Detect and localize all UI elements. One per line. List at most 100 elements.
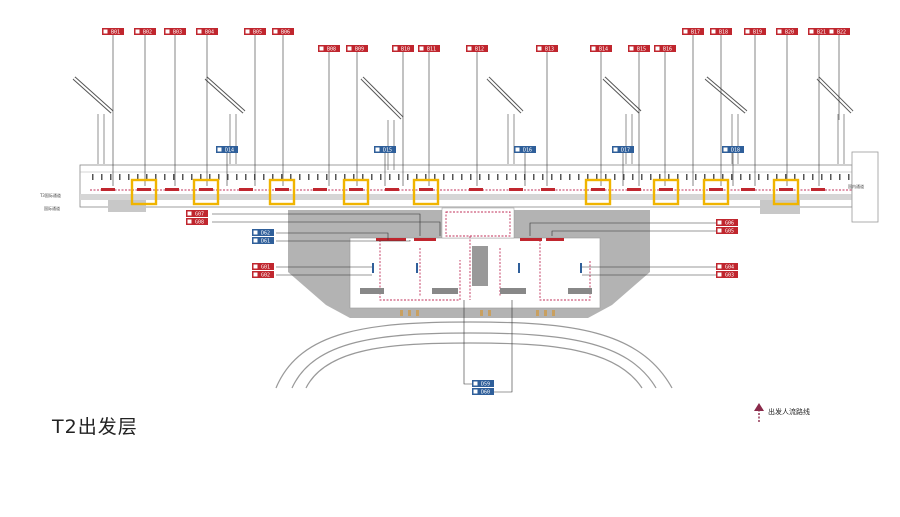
gate-label-text: B05 <box>253 30 262 36</box>
security-area <box>441 207 515 239</box>
gate-label-text: B06 <box>281 30 290 36</box>
floor-title: T2出发层 <box>52 416 138 438</box>
gate-label-text: G07 <box>195 212 204 218</box>
jet-bridge <box>704 76 748 164</box>
gate-label-b02: B02 <box>134 28 156 36</box>
gate-label-b20: B20 <box>776 28 798 36</box>
gate-label-b19: B19 <box>744 28 766 36</box>
gate-label-text: B09 <box>355 47 364 53</box>
gate-label-text: B18 <box>719 30 728 36</box>
svg-text:T3国际通道: T3国际通道 <box>40 192 61 198</box>
legend: 出发人流路线 <box>750 402 870 426</box>
highlight-box <box>584 178 612 206</box>
flow-arrow-icon <box>754 403 764 422</box>
gate-label-b14: B14 <box>590 45 612 53</box>
gate-label-text: B14 <box>599 47 608 53</box>
gate-label-b21: B21 <box>808 28 830 36</box>
gate-label-text: B10 <box>401 47 410 53</box>
gate-label-b08: B08 <box>318 45 340 53</box>
gate-label-g07: G07 <box>186 210 208 218</box>
jet-bridge <box>486 76 524 164</box>
gate-label-b06: B06 <box>272 28 294 36</box>
gate-label-g04: G04 <box>716 263 738 271</box>
highlight-box <box>702 178 730 206</box>
gate-label-text: G08 <box>195 220 204 226</box>
gate-label-b13: B13 <box>536 45 558 53</box>
gate-label-text: B08 <box>327 47 336 53</box>
gate-label-d62: D62 <box>252 229 274 237</box>
gate-label-text: B15 <box>637 47 646 53</box>
gate-label-d15: D15 <box>374 146 396 154</box>
gate-label-text: B19 <box>753 30 762 36</box>
gate-label-d61: D61 <box>252 237 274 245</box>
jet-bridge <box>204 76 246 164</box>
gate-label-text: B17 <box>691 30 700 36</box>
highlight-box <box>192 178 220 206</box>
gate-label-text: B04 <box>205 30 214 36</box>
gate-label-b16: B16 <box>654 45 676 53</box>
gate-label-b09: B09 <box>346 45 368 53</box>
jet-bridges <box>72 76 854 170</box>
jet-bridge <box>816 76 854 164</box>
gate-leader-lines <box>112 35 840 186</box>
gate-label-text: D61 <box>261 239 270 245</box>
gate-label-text: D16 <box>523 148 532 154</box>
gate-label-text: D14 <box>225 148 234 154</box>
gate-label-text: B11 <box>427 47 436 53</box>
highlight-box <box>772 178 800 206</box>
svg-text:国际通道: 国际通道 <box>44 205 60 211</box>
gate-label-text: B16 <box>663 47 672 53</box>
gate-label-b12: B12 <box>466 45 488 53</box>
gate-label-text: B01 <box>111 30 120 36</box>
side-leaders <box>212 213 716 393</box>
concourse <box>79 164 853 208</box>
highlight-box <box>342 178 370 206</box>
gate-label-text: G06 <box>725 221 734 227</box>
svg-text:国内通道: 国内通道 <box>848 183 864 189</box>
gate-label-g02: G02 <box>252 271 274 279</box>
gate-label-d60: D60 <box>472 388 494 396</box>
gate-markers <box>101 188 825 191</box>
gate-label-d17: D17 <box>612 146 634 154</box>
gate-label-text: B12 <box>475 47 484 53</box>
gate-label-text: G03 <box>725 273 734 279</box>
gate-label-b04: B04 <box>196 28 218 36</box>
gate-label-text: B22 <box>837 30 846 36</box>
hall-flags <box>372 263 582 273</box>
gate-label-b03: B03 <box>164 28 186 36</box>
gate-label-b15: B15 <box>628 45 650 53</box>
jet-bridge <box>360 76 404 170</box>
gate-label-text: D59 <box>481 382 490 388</box>
apron-road <box>275 321 673 389</box>
jet-bridge <box>602 76 642 164</box>
gate-label-text: B03 <box>173 30 182 36</box>
gate-label-text: G01 <box>261 265 270 271</box>
gate-label-g06: G06 <box>716 219 738 227</box>
gate-label-text: B20 <box>785 30 794 36</box>
highlight-box <box>412 178 440 206</box>
gate-label-b05: B05 <box>244 28 266 36</box>
gate-label-g03: G03 <box>716 271 738 279</box>
gate-label-text: D17 <box>621 148 630 154</box>
gate-label-text: D18 <box>731 148 740 154</box>
gate-label-text: D15 <box>383 148 392 154</box>
highlight-box <box>130 178 158 206</box>
gate-label-b10: B10 <box>392 45 414 53</box>
gate-label-d16: D16 <box>514 146 536 154</box>
hall-counters <box>360 246 592 294</box>
gate-label-text: G02 <box>261 273 270 279</box>
gate-label-g01: G01 <box>252 263 274 271</box>
gate-label-d14: D14 <box>216 146 238 154</box>
gate-label-text: D60 <box>481 390 490 396</box>
gate-label-text: B13 <box>545 47 554 53</box>
highlight-box <box>652 178 680 206</box>
highlight-box <box>268 178 296 206</box>
gate-label-b11: B11 <box>418 45 440 53</box>
gate-label-b22: B22 <box>828 28 850 36</box>
gate-label-text: B02 <box>143 30 152 36</box>
gate-label-text: G04 <box>725 265 734 271</box>
gate-label-d18: D18 <box>722 146 744 154</box>
